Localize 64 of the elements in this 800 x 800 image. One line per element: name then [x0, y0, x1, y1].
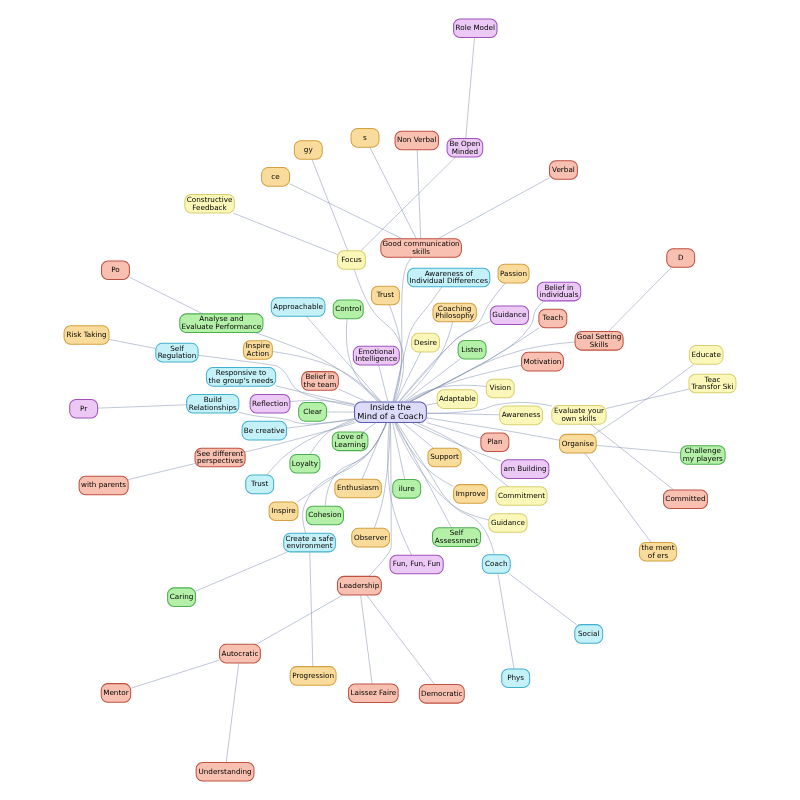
- connector: [226, 662, 240, 763]
- connector: [394, 422, 454, 487]
- connector: [465, 37, 475, 139]
- connector: [256, 594, 344, 645]
- connector: [402, 422, 434, 449]
- connector: [368, 422, 392, 577]
- connector: [405, 385, 487, 403]
- connector: [360, 594, 373, 685]
- connector: [311, 159, 349, 251]
- connector: [497, 573, 515, 670]
- connector: [346, 318, 379, 403]
- connector: [129, 277, 203, 315]
- connector: [596, 445, 681, 454]
- connector: [289, 400, 355, 405]
- connector: [395, 351, 422, 403]
- connector: [378, 364, 389, 403]
- connector: [324, 422, 387, 507]
- connector: [389, 304, 402, 402]
- connector: [584, 452, 652, 543]
- connector: [306, 316, 382, 403]
- connector: [387, 422, 412, 556]
- connector: [272, 351, 382, 403]
- connector: [366, 594, 435, 685]
- connector: [195, 551, 288, 592]
- connector: [326, 411, 355, 413]
- connector: [416, 422, 509, 487]
- connector: [289, 183, 403, 239]
- connector: [437, 177, 550, 239]
- connector: [130, 659, 220, 689]
- connector: [401, 321, 453, 403]
- connector: [608, 267, 672, 332]
- connector: [197, 355, 355, 407]
- connector: [97, 404, 187, 409]
- connector: [238, 411, 355, 425]
- connector: [369, 146, 417, 239]
- connector: [275, 385, 355, 405]
- connector: [398, 282, 506, 403]
- connector: [426, 402, 552, 414]
- connector: [254, 332, 380, 403]
- connector: [244, 422, 356, 453]
- connector: [416, 149, 421, 239]
- connector: [128, 463, 196, 480]
- connector: [309, 551, 314, 667]
- connector: [426, 422, 482, 439]
- connector: [395, 422, 452, 528]
- connector: [309, 419, 355, 455]
- connector: [360, 156, 456, 251]
- connector: [403, 358, 461, 403]
- connector: [411, 422, 502, 462]
- connector: [361, 422, 387, 480]
- connector: [396, 422, 495, 555]
- connector: [108, 339, 156, 349]
- connector: [232, 212, 338, 255]
- connector: [426, 402, 438, 406]
- connector: [286, 418, 355, 429]
- connector: [362, 422, 377, 433]
- connector: [593, 364, 695, 435]
- connector: [605, 388, 690, 409]
- connector: [338, 388, 368, 403]
- connector: [426, 417, 560, 441]
- connector: [508, 573, 577, 625]
- connector: [426, 412, 500, 416]
- connector: [392, 422, 405, 480]
- connector: [590, 424, 674, 491]
